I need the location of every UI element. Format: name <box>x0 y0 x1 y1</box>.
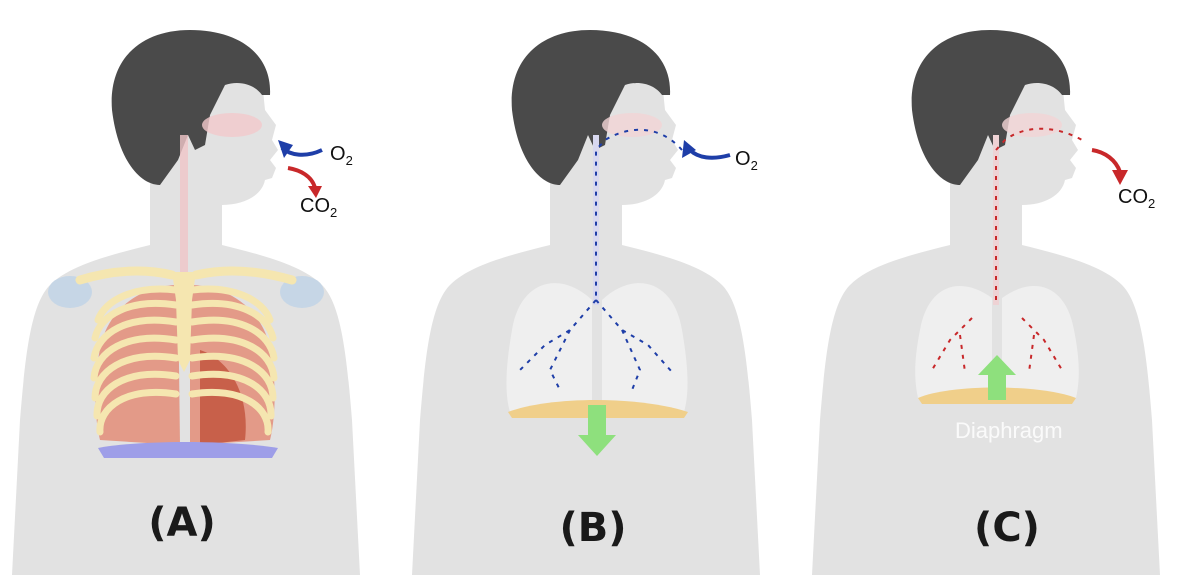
figure-b <box>400 0 800 580</box>
co2-text: CO <box>300 195 330 217</box>
panel-label-c: (C) <box>947 505 1067 551</box>
panel-c: CO2 Diaphragm (C) <box>800 0 1197 580</box>
o2-subscript: 2 <box>346 153 353 168</box>
trachea <box>180 135 188 275</box>
panel-b: O2 (B) <box>400 0 800 580</box>
panel-label-b: (B) <box>533 505 653 551</box>
nasal-cavity <box>1002 113 1062 137</box>
co2-arrowhead <box>1112 170 1128 185</box>
figure-c <box>800 0 1197 580</box>
co2-text: CO <box>1118 186 1148 208</box>
o2-text: O <box>735 148 751 170</box>
co2-label: CO2 <box>300 195 337 220</box>
trachea <box>593 135 599 305</box>
nasal-cavity <box>202 113 262 137</box>
o2-text: O <box>330 143 346 165</box>
panel-label-a: (A) <box>122 500 242 546</box>
diaphragm-label: Diaphragm <box>955 418 1063 444</box>
panel-a: O2 CO2 (A) <box>0 0 400 580</box>
nasal-cavity <box>602 113 662 137</box>
o2-subscript: 2 <box>751 158 758 173</box>
figure-a <box>0 0 400 580</box>
co2-subscript: 2 <box>1148 196 1155 211</box>
co2-label: CO2 <box>1118 186 1155 211</box>
co2-out-arrow <box>288 168 315 188</box>
co2-subscript: 2 <box>330 205 337 220</box>
o2-label: O2 <box>330 143 353 168</box>
o2-arrowhead <box>278 140 293 158</box>
co2-out-arrow <box>1092 150 1120 172</box>
o2-label: O2 <box>735 148 758 173</box>
o2-in-arrow <box>690 150 730 158</box>
